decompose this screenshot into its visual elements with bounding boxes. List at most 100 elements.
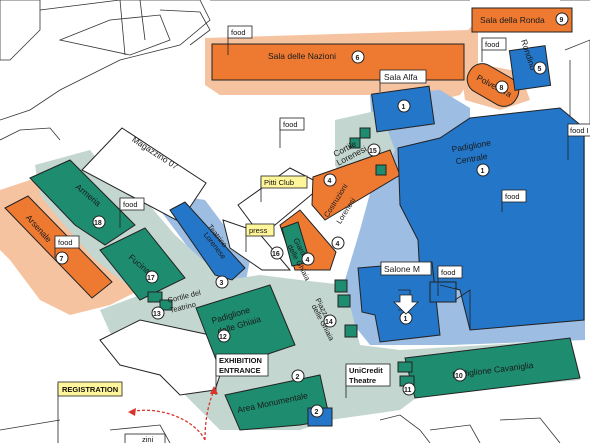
- svg-text:14: 14: [325, 319, 333, 326]
- hall-padiglione-ghiaia[interactable]: [195, 284, 296, 371]
- small-green-6[interactable]: [344, 324, 358, 338]
- small-green-8[interactable]: [159, 299, 173, 311]
- hall-polveriera[interactable]: [462, 59, 524, 112]
- small-green-5[interactable]: [337, 294, 351, 308]
- tag-salone-m: [380, 261, 432, 276]
- cut-label-text: zini: [142, 435, 154, 443]
- tag-pitti-club[interactable]: Pitti Club: [260, 175, 308, 202]
- hall-armeria[interactable]: [29, 159, 136, 246]
- svg-text:8: 8: [500, 85, 504, 92]
- small-green-3[interactable]: [375, 164, 387, 176]
- arrowhead-registration-icon: [128, 408, 136, 416]
- arrowhead-entrance-icon: [210, 386, 218, 394]
- hall-fucina[interactable]: [99, 227, 186, 301]
- tag-food-armeria[interactable]: food: [119, 197, 145, 228]
- svg-text:Theatre: Theatre: [349, 376, 376, 385]
- marker-13[interactable]: 13: [151, 306, 165, 320]
- svg-text:11: 11: [404, 387, 412, 394]
- magazzino-07-building: [81, 127, 207, 223]
- svg-text:5: 5: [538, 66, 542, 73]
- hall-sala-ronda[interactable]: [471, 7, 573, 33]
- marker-1b[interactable]: 1: [476, 163, 490, 177]
- svg-text:press: press: [249, 226, 268, 235]
- svg-text:food: food: [505, 192, 520, 201]
- svg-text:food: food: [123, 200, 138, 209]
- hall-rondino[interactable]: [508, 45, 552, 91]
- marker-9[interactable]: 9: [555, 12, 569, 26]
- svg-text:3: 3: [220, 280, 224, 287]
- svg-text:ENTRANCE: ENTRANCE: [219, 366, 261, 375]
- tag-food-ronda[interactable]: food: [481, 37, 507, 62]
- marker-6[interactable]: 6: [351, 50, 365, 64]
- svg-text:2: 2: [296, 374, 300, 381]
- svg-text:16: 16: [272, 251, 280, 258]
- small-green-4[interactable]: [334, 279, 348, 293]
- tag-food-edge[interactable]: food I: [567, 123, 590, 160]
- label-sala-nazioni: Sala delle Nazioni: [268, 51, 336, 61]
- marker-1a[interactable]: 1: [397, 99, 411, 113]
- svg-text:REGISTRATION: REGISTRATION: [62, 385, 118, 394]
- numbered-markers: 6 9 5 8 1 1 15 4 4 4 16 18 7 17 3 13 12 …: [55, 12, 569, 418]
- small-blue-1[interactable]: [429, 281, 457, 303]
- small-green-2[interactable]: [349, 137, 361, 149]
- marker-18[interactable]: 18: [92, 215, 106, 229]
- marker-17[interactable]: 17: [145, 270, 159, 284]
- small-green-9[interactable]: [397, 361, 413, 373]
- marker-3[interactable]: 3: [215, 275, 229, 289]
- marker-4a[interactable]: 4: [323, 173, 337, 187]
- small-green-7[interactable]: [147, 291, 163, 303]
- marker-1c[interactable]: 1: [399, 311, 413, 325]
- tag-food-arsenale[interactable]: food: [54, 235, 80, 258]
- marker-10[interactable]: 10: [453, 368, 467, 382]
- svg-text:UniCredit: UniCredit: [349, 366, 383, 375]
- svg-text:food: food: [485, 40, 500, 49]
- marker-7[interactable]: 7: [55, 251, 69, 265]
- svg-text:15: 15: [369, 148, 377, 155]
- marker-8[interactable]: 8: [495, 80, 509, 94]
- svg-text:4: 4: [328, 178, 332, 185]
- marker-14[interactable]: 14: [323, 314, 337, 328]
- svg-text:food I: food I: [570, 126, 589, 135]
- svg-text:food: food: [231, 28, 246, 37]
- flag-tags: food food food food I food food food foo…: [54, 25, 590, 443]
- svg-text:13: 13: [153, 311, 161, 318]
- tag-registration[interactable]: REGISTRATION: [57, 381, 123, 443]
- hall-teatrino-lorenese[interactable]: [169, 201, 246, 281]
- tag-food-salone[interactable]: food: [437, 265, 463, 296]
- entry-arrow-icon: [393, 294, 419, 315]
- marker-11[interactable]: 11: [402, 382, 416, 396]
- marker-15[interactable]: 15: [367, 143, 381, 157]
- tag-food-centrale[interactable]: food: [501, 189, 527, 212]
- svg-text:9: 9: [560, 17, 564, 24]
- marker-12[interactable]: 12: [217, 329, 231, 343]
- cut-label-box: [124, 433, 166, 443]
- marker-2b[interactable]: 2: [310, 404, 324, 418]
- svg-text:4: 4: [336, 241, 340, 248]
- svg-text:12: 12: [219, 334, 227, 341]
- svg-text:6: 6: [356, 55, 360, 62]
- small-green-1[interactable]: [359, 127, 371, 139]
- label-sala-alfa-top: Sala Alfa: [384, 72, 418, 82]
- svg-text:2: 2: [315, 409, 319, 416]
- tag-food-nazioni[interactable]: food: [227, 25, 253, 55]
- marker-2a[interactable]: 2: [291, 369, 305, 383]
- svg-text:Pitti Club: Pitti Club: [264, 178, 294, 187]
- svg-text:17: 17: [147, 275, 155, 282]
- label-salone-m-top: Salone M: [384, 264, 420, 274]
- arrow-to-registration: [129, 409, 206, 441]
- marker-4c[interactable]: 4: [301, 252, 315, 266]
- svg-text:10: 10: [455, 373, 463, 380]
- tag-food-cortile[interactable]: food: [279, 117, 305, 148]
- svg-text:1: 1: [481, 168, 485, 175]
- marker-5[interactable]: 5: [533, 61, 547, 75]
- tag-press[interactable]: press: [245, 223, 275, 252]
- svg-text:4: 4: [306, 257, 310, 264]
- label-sala-ronda: Sala della Ronda: [480, 15, 545, 25]
- marker-4b[interactable]: 4: [331, 236, 345, 250]
- marker-16[interactable]: 16: [270, 246, 284, 260]
- svg-text:food: food: [58, 238, 73, 247]
